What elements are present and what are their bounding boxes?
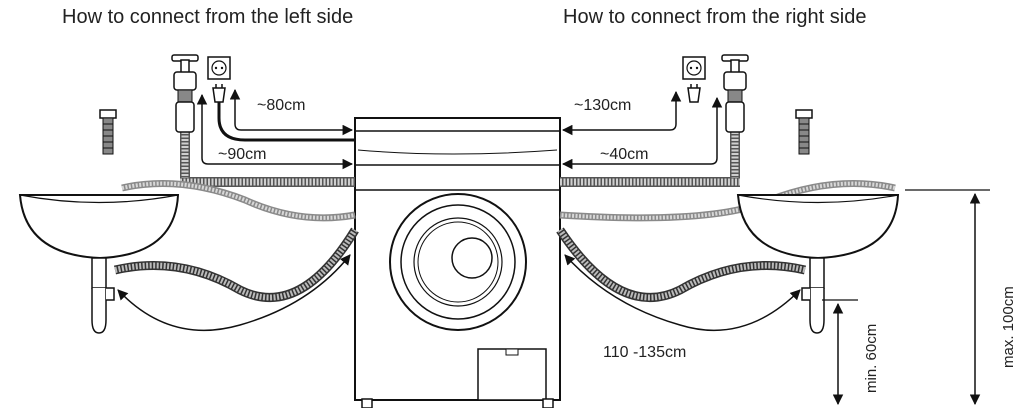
left-sink	[18, 194, 180, 334]
drain-hoses	[113, 227, 807, 332]
left-power-length-label: ~80cm	[257, 97, 306, 114]
left-hose-adapter-icon	[99, 109, 117, 155]
machine-door	[389, 193, 527, 331]
max-height-dimension	[905, 189, 990, 406]
left-water-measure-arrow	[196, 93, 354, 170]
right-power-length-label: ~130cm	[574, 97, 632, 114]
right-side-title: How to connect from the right side	[563, 6, 867, 28]
right-water-measure-arrow	[561, 96, 723, 170]
washing-machine	[354, 117, 561, 408]
left-water-length-label: ~90cm	[218, 146, 267, 163]
drain-length-label: 110 -135cm	[603, 344, 687, 361]
right-sink	[736, 194, 900, 334]
filter-cover	[477, 348, 547, 401]
right-hose-adapter-icon	[795, 109, 813, 155]
min-height-dimension	[822, 299, 858, 406]
min-height-label: min. 60cm	[863, 323, 880, 393]
inlet-hoses	[121, 118, 896, 222]
max-height-label: max. 100cm	[1000, 286, 1016, 368]
right-power-socket-icon	[682, 56, 706, 103]
right-water-length-label: ~40cm	[600, 146, 649, 163]
left-water-tap-icon	[171, 54, 199, 133]
left-side-title: How to connect from the left side	[62, 6, 354, 28]
right-water-tap-icon	[721, 54, 749, 133]
